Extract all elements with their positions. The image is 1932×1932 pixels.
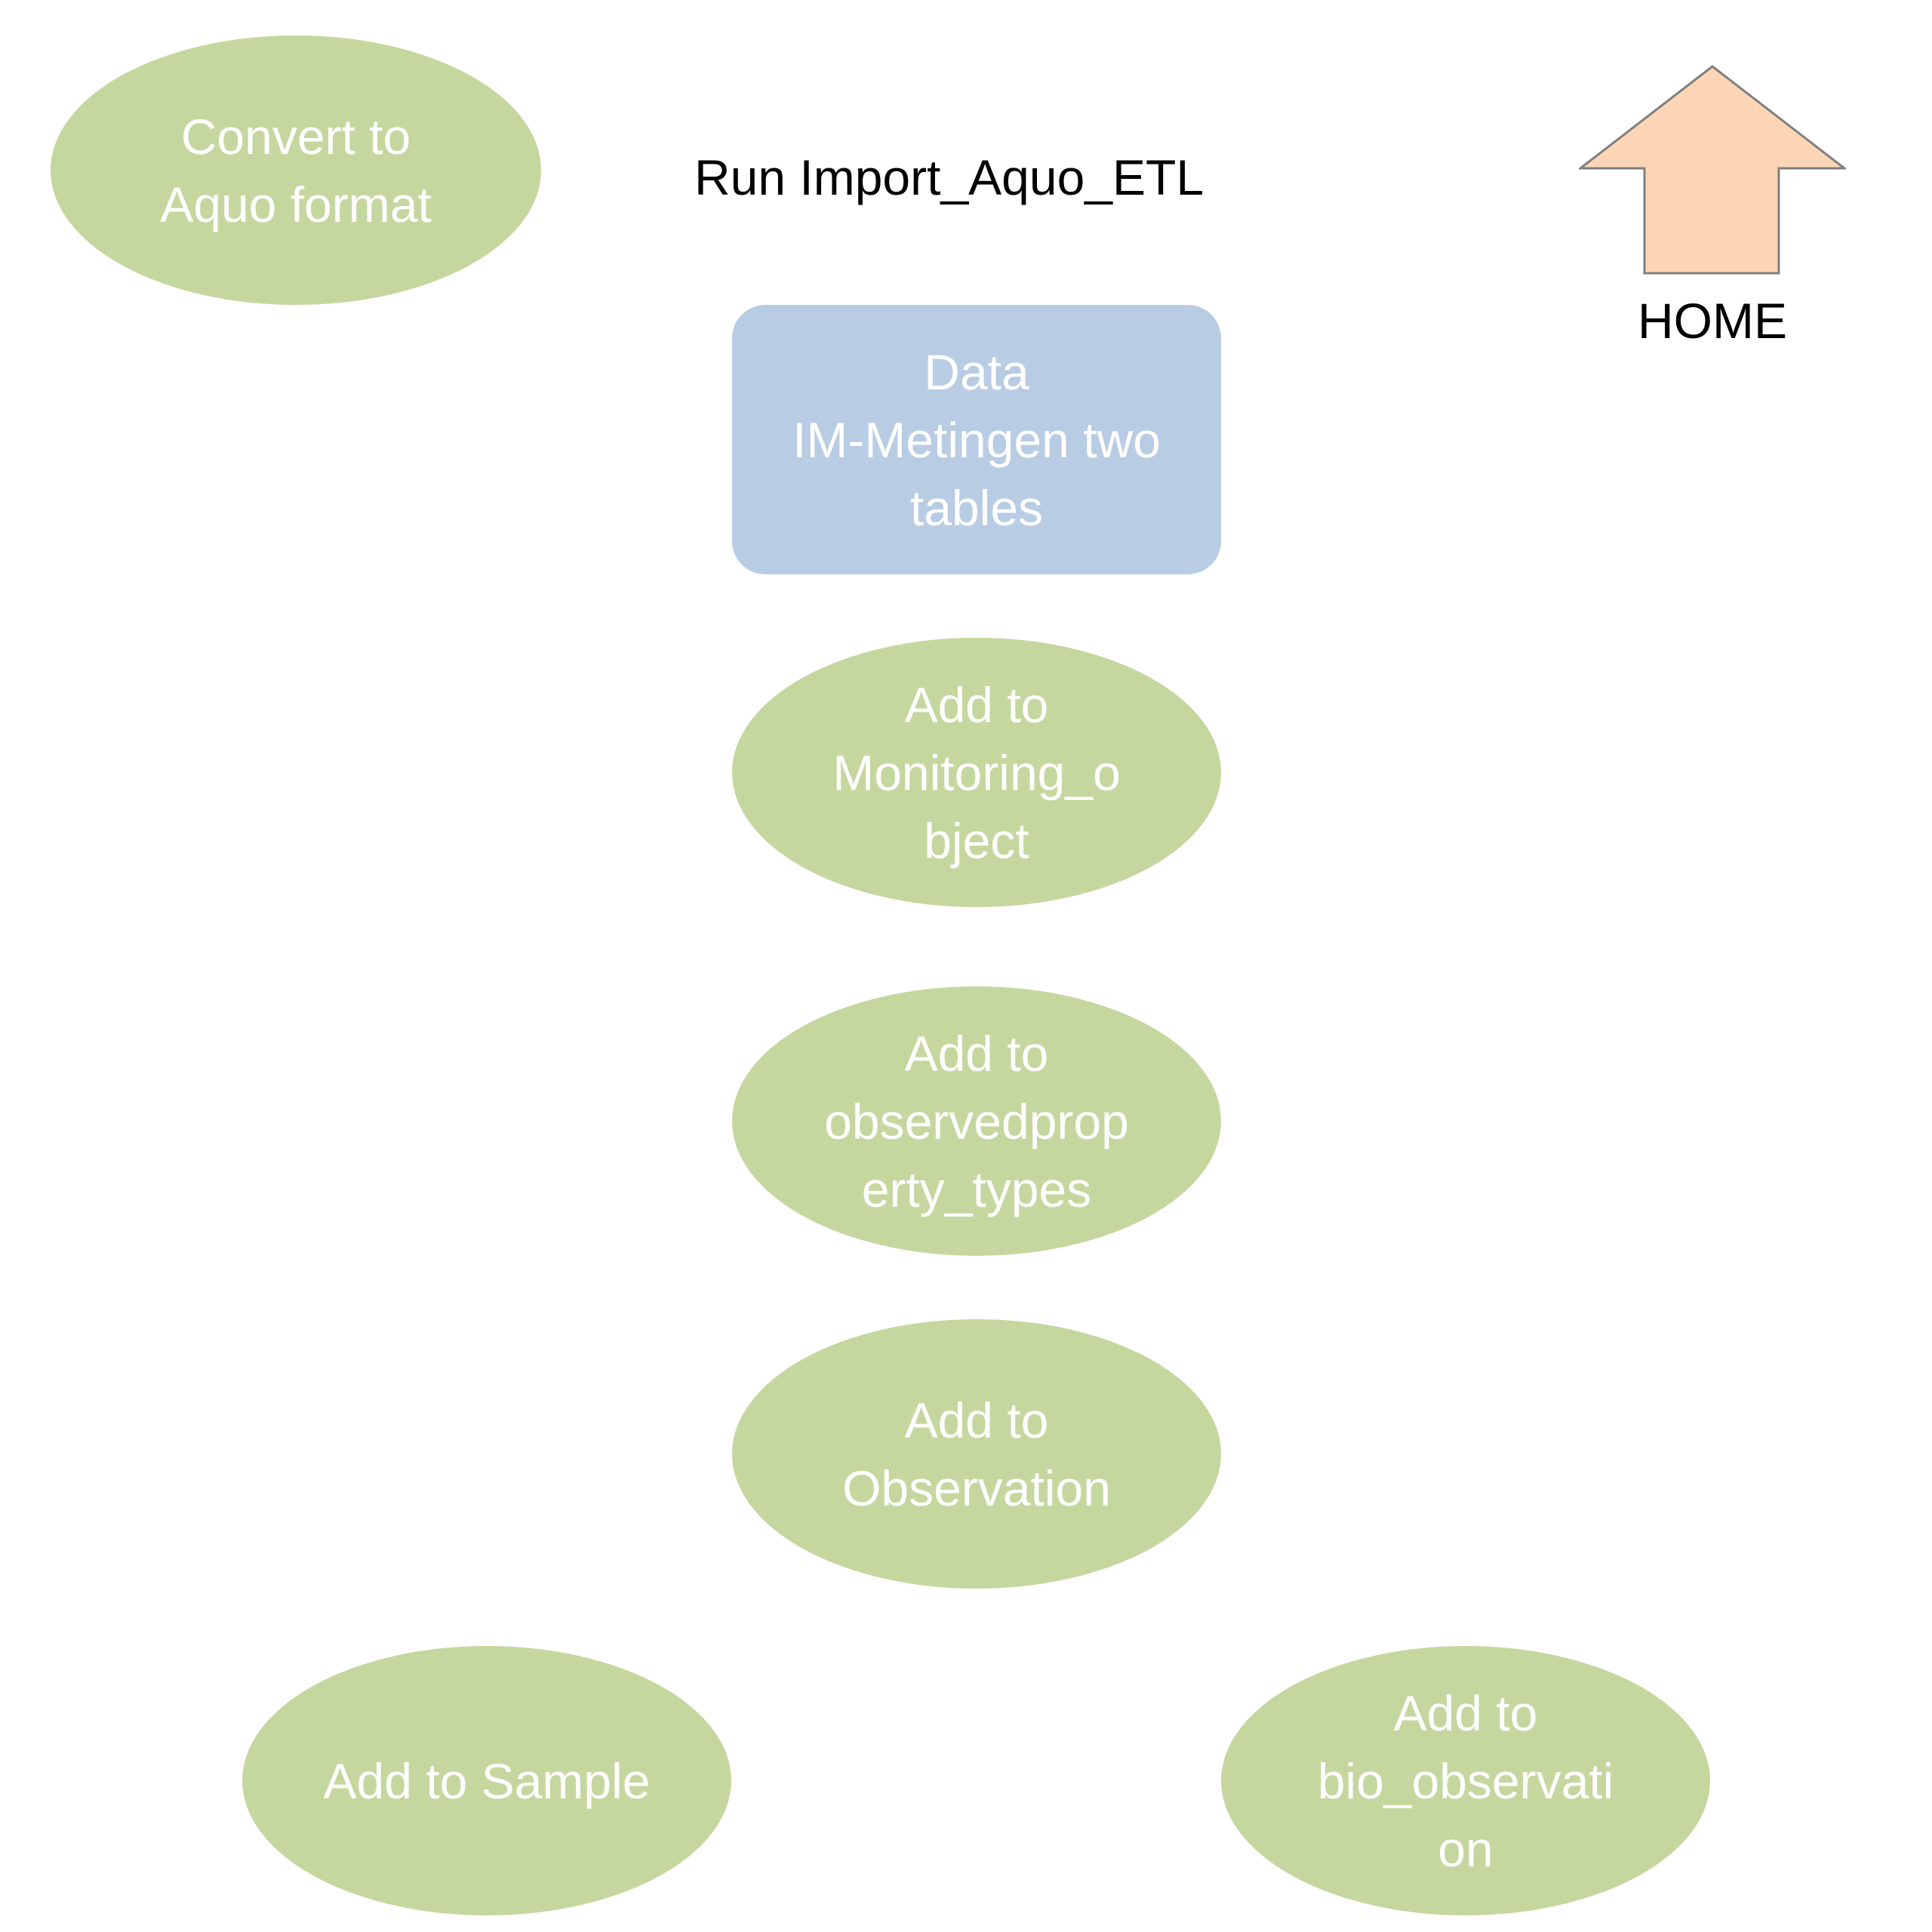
add-to-observedproperty-types-node[interactable]: Add to observedprop erty_types xyxy=(732,986,1221,1256)
convert-to-aquo-format-label: Convert to Aquo format xyxy=(160,108,432,232)
add-to-bio-observation-label: Add to bio_observati on xyxy=(1317,1684,1614,1877)
home-arrow-icon[interactable] xyxy=(1579,65,1846,276)
convert-to-aquo-format-node[interactable]: Convert to Aquo format xyxy=(51,35,541,305)
add-to-observation-node[interactable]: Add to Observation xyxy=(732,1319,1221,1589)
home-label[interactable]: HOME xyxy=(1638,293,1787,349)
add-to-observation-label: Add to Observation xyxy=(842,1392,1111,1516)
add-to-bio-observation-node[interactable]: Add to bio_observati on xyxy=(1221,1646,1710,1915)
page-title: Run Import_Aquo_ETL xyxy=(694,149,1204,205)
add-to-sample-label: Add to Sample xyxy=(323,1752,651,1809)
add-to-observedproperty-types-label: Add to observedprop erty_types xyxy=(824,1025,1129,1217)
add-to-sample-node[interactable]: Add to Sample xyxy=(242,1646,731,1915)
add-to-monitoring-object-label: Add to Monitoring_o bject xyxy=(832,676,1121,869)
data-im-metingen-node[interactable]: Data IM-Metingen two tables xyxy=(732,305,1221,574)
data-im-metingen-label: Data IM-Metingen two tables xyxy=(792,343,1161,536)
add-to-monitoring-object-node[interactable]: Add to Monitoring_o bject xyxy=(732,638,1221,907)
